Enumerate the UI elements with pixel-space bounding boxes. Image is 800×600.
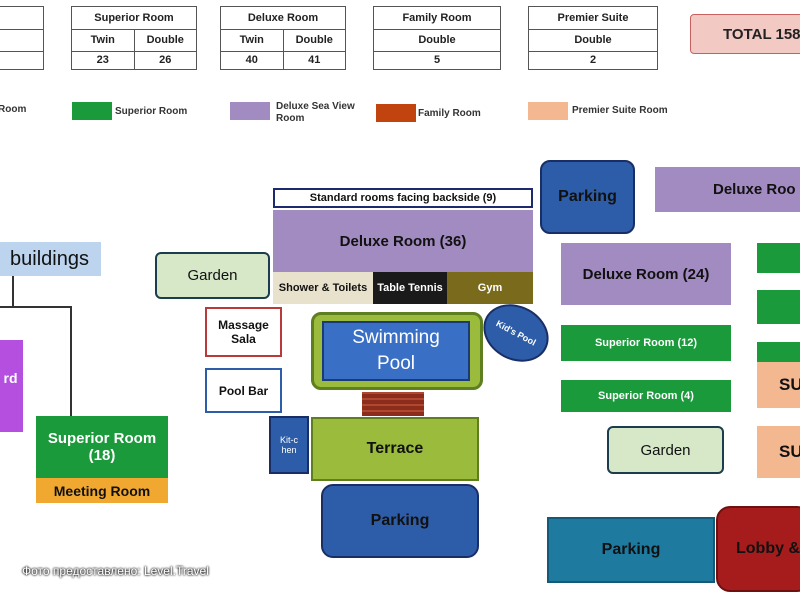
massage-sala: Massage Sala (205, 307, 282, 357)
table-title: Superior Room (94, 12, 174, 24)
pool-steps (362, 392, 424, 416)
legend-premier-label: Premier Suite Room (572, 105, 668, 116)
deluxe-room-table: Deluxe Room Twin Double 40 41 (220, 6, 346, 70)
legend-superior-swatch (72, 102, 112, 120)
legend-superior-label: Superior Room (115, 106, 188, 117)
table-tennis: Table Tennis (373, 272, 447, 304)
val-twin: 23 (96, 54, 109, 66)
photo-credit-watermark: Фото предоставлено: Level.Travel (22, 564, 209, 578)
parking-bottom-right: Parking (547, 517, 715, 583)
total-rooms-badge: TOTAL 158 (690, 14, 800, 54)
table-title: Family Room (402, 12, 472, 24)
kitchen: Kit-chen (269, 416, 309, 474)
legend-deluxe-swatch (230, 102, 270, 120)
gym: Gym (447, 272, 533, 304)
superior-room-4: Superior Room (4) (561, 380, 731, 412)
superior-room-12: Superior Room (12) (561, 325, 731, 361)
standard-room-block: rd (0, 340, 23, 432)
legend-deluxe-label: Deluxe Sea View Room (276, 101, 355, 124)
tree-line (70, 306, 72, 416)
superior-block-far-right-1 (757, 243, 800, 273)
legend-standard-label: Room (0, 104, 27, 115)
superior-block-far-right-3 (757, 342, 800, 362)
standard-room-table (0, 6, 44, 70)
tree-line (12, 276, 14, 306)
col-twin: Twin (239, 34, 264, 46)
family-room-table: Family Room Double 5 (373, 6, 501, 70)
col-twin: Twin (90, 34, 115, 46)
pool-bar: Pool Bar (205, 368, 282, 413)
val-double: 5 (433, 54, 441, 66)
legend-family-label: Family Room (418, 108, 481, 119)
premier-suite-block-2: SU (757, 426, 800, 478)
col-double: Double (418, 34, 456, 46)
val-double: 26 (133, 51, 197, 69)
val-double: 2 (589, 54, 597, 66)
parking-top: Parking (540, 160, 635, 234)
col-double: Double (574, 34, 612, 46)
shower-toilets: Shower & Toilets (273, 272, 373, 304)
deluxe-room-36: Deluxe Room (36) (273, 210, 533, 272)
deluxe-room-24: Deluxe Room (24) (561, 243, 731, 305)
buildings-label: buildings (0, 242, 101, 276)
parking-bottom: Parking (321, 484, 479, 558)
lobby: Lobby & (716, 506, 800, 592)
col-double: Double (282, 29, 346, 51)
kids-pool: Kid's Pool (473, 293, 559, 373)
tree-line (0, 306, 72, 308)
premier-suite-table: Premier Suite Double 2 (528, 6, 658, 70)
swimming-pool: Swimming Pool (322, 321, 470, 381)
superior-room-18: Superior Room (18) (36, 416, 168, 478)
table-title: Premier Suite (557, 12, 629, 24)
col-double: Double (133, 29, 197, 51)
premier-suite-block-1: SU (757, 362, 800, 408)
meeting-room: Meeting Room (36, 478, 168, 503)
superior-room-table: Superior Room Twin Double 23 26 (71, 6, 197, 70)
terrace: Terrace (311, 417, 479, 481)
table-title: Deluxe Room (247, 12, 319, 24)
val-double: 41 (282, 51, 346, 69)
val-twin: 40 (245, 54, 258, 66)
garden-left: Garden (155, 252, 270, 299)
garden-right: Garden (607, 426, 724, 474)
legend-premier-swatch (528, 102, 568, 120)
standard-backside-rooms: Standard rooms facing backside (9) (273, 188, 533, 208)
legend-family-swatch (376, 104, 416, 122)
deluxe-room-right: Deluxe Roo (655, 167, 800, 212)
superior-block-far-right-2 (757, 290, 800, 324)
